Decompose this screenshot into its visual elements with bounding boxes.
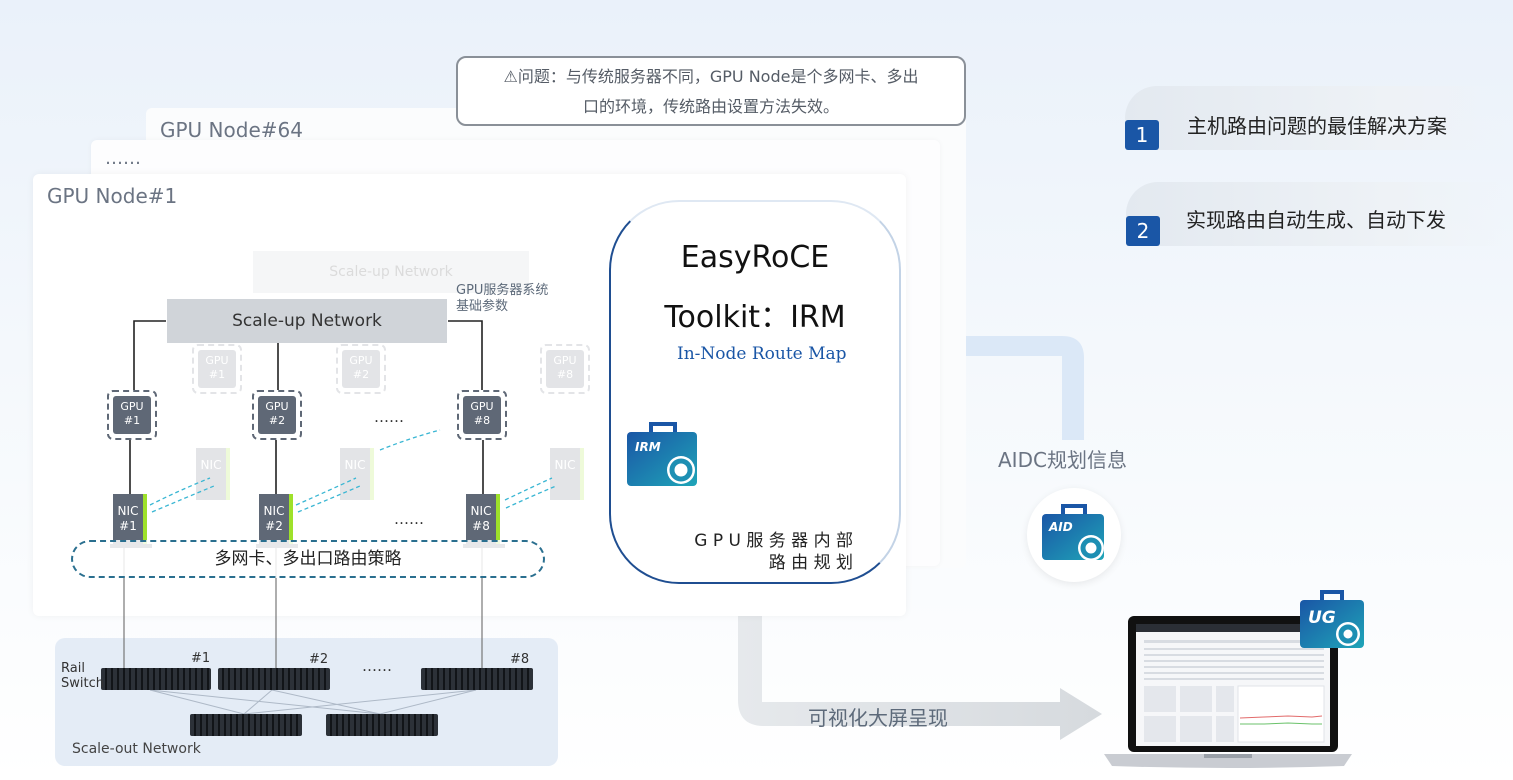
gpu-node-middle-title: …… — [105, 148, 141, 169]
ghost-nic-1: NIC — [196, 448, 230, 500]
problem-line-2: 口的环境，传统路由设置方法失效。 — [582, 97, 839, 116]
ghost-gpu-8: GPU #8 — [540, 344, 590, 394]
aidc-icon-circle: AID — [1027, 488, 1121, 582]
problem-callout: ⚠问题：与传统服务器不同，GPU Node是个多网卡、多出 口的环境，传统路由设… — [456, 56, 966, 126]
rail-switch-2 — [218, 668, 330, 690]
benefit-1: 1 主机路由问题的最佳解决方案 — [1125, 86, 1505, 150]
gpu-node-64-title: GPU Node#64 — [160, 118, 303, 142]
problem-line-1: ⚠问题：与传统服务器不同，GPU Node是个多网卡、多出 — [503, 67, 919, 86]
ug-icon-label: UG — [1308, 608, 1336, 628]
irm-subtitle: In-Node Route Map — [677, 344, 847, 364]
aidc-label: AIDC规划信息 — [998, 448, 1127, 472]
benefit-2-text: 实现路由自动生成、自动下发 — [1186, 208, 1446, 232]
switch-num-8: #8 — [510, 652, 530, 667]
gpu-1: GPU#1 — [107, 390, 157, 440]
gpu-2: GPU#2 — [252, 390, 302, 440]
switch-ellipsis: …… — [362, 657, 392, 675]
laptop-dashboard — [1104, 614, 1352, 768]
irm-title-2: Toolkit：IRM — [664, 300, 846, 335]
ghost-nic-2: NIC — [340, 448, 374, 500]
rail-switch-1 — [101, 668, 211, 690]
ghost-gpu-1: GPU #1 — [192, 344, 242, 394]
ghost-nic-8: NIC — [550, 448, 584, 500]
rail-label-1: Rail — [61, 661, 85, 676]
gpu-node-1-title: GPU Node#1 — [47, 184, 178, 208]
irm-caption-2: 路 由 规 划 — [768, 553, 853, 573]
ghost-gpu-2: GPU #2 — [336, 344, 386, 394]
nic-ellipsis: …… — [394, 510, 424, 528]
param-line-2: 基础参数 — [456, 299, 509, 314]
nic-1: NIC#1 — [113, 494, 147, 546]
gpu-ellipsis: …… — [374, 408, 404, 426]
routing-policy: 多网卡、多出口路由策略 — [71, 540, 545, 578]
aidc-icon-label: AID — [1049, 520, 1073, 534]
nic-8: NIC#8 — [466, 494, 500, 546]
param-arrow-label: GPU服务器系统 基础参数 — [456, 283, 548, 315]
scaleout-panel — [55, 638, 558, 766]
gpu-8: GPU#8 — [457, 390, 507, 440]
visual-arrow — [738, 560, 1102, 740]
nic-2: NIC#2 — [259, 494, 293, 546]
scaleout-label: Scale-out Network — [72, 741, 201, 757]
irm-toolbox-icon: IRM — [627, 420, 697, 486]
irm-toolkit-card: EasyRoCE Toolkit：IRM In-Node Route Map G… — [609, 200, 901, 584]
switch-num-1: #1 — [191, 651, 211, 666]
visual-screen-label: 可视化大屏呈现 — [808, 706, 948, 730]
rail-label-2: Switch — [61, 676, 104, 691]
scaleup-network: Scale-up Network — [167, 299, 447, 343]
benefit-1-number: 1 — [1125, 120, 1159, 150]
irm-icon-label: IRM — [635, 440, 661, 454]
irm-title-1: EasyRoCE — [680, 240, 830, 275]
benefit-2: 2 实现路由自动生成、自动下发 — [1126, 182, 1506, 246]
param-line-1: GPU服务器系统 — [456, 283, 549, 298]
spine-switch-1 — [190, 714, 302, 736]
spine-switch-2 — [326, 714, 438, 736]
ug-toolbox-icon: UG — [1300, 590, 1364, 648]
benefit-2-number: 2 — [1126, 216, 1160, 246]
benefit-1-text: 主机路由问题的最佳解决方案 — [1187, 114, 1447, 138]
rail-switch-8 — [421, 668, 533, 690]
irm-caption-1: G P U 服 务 器 内 部 — [694, 531, 853, 551]
switch-num-2: #2 — [309, 652, 329, 667]
ghost-scaleup: Scale-up Network — [253, 251, 529, 293]
